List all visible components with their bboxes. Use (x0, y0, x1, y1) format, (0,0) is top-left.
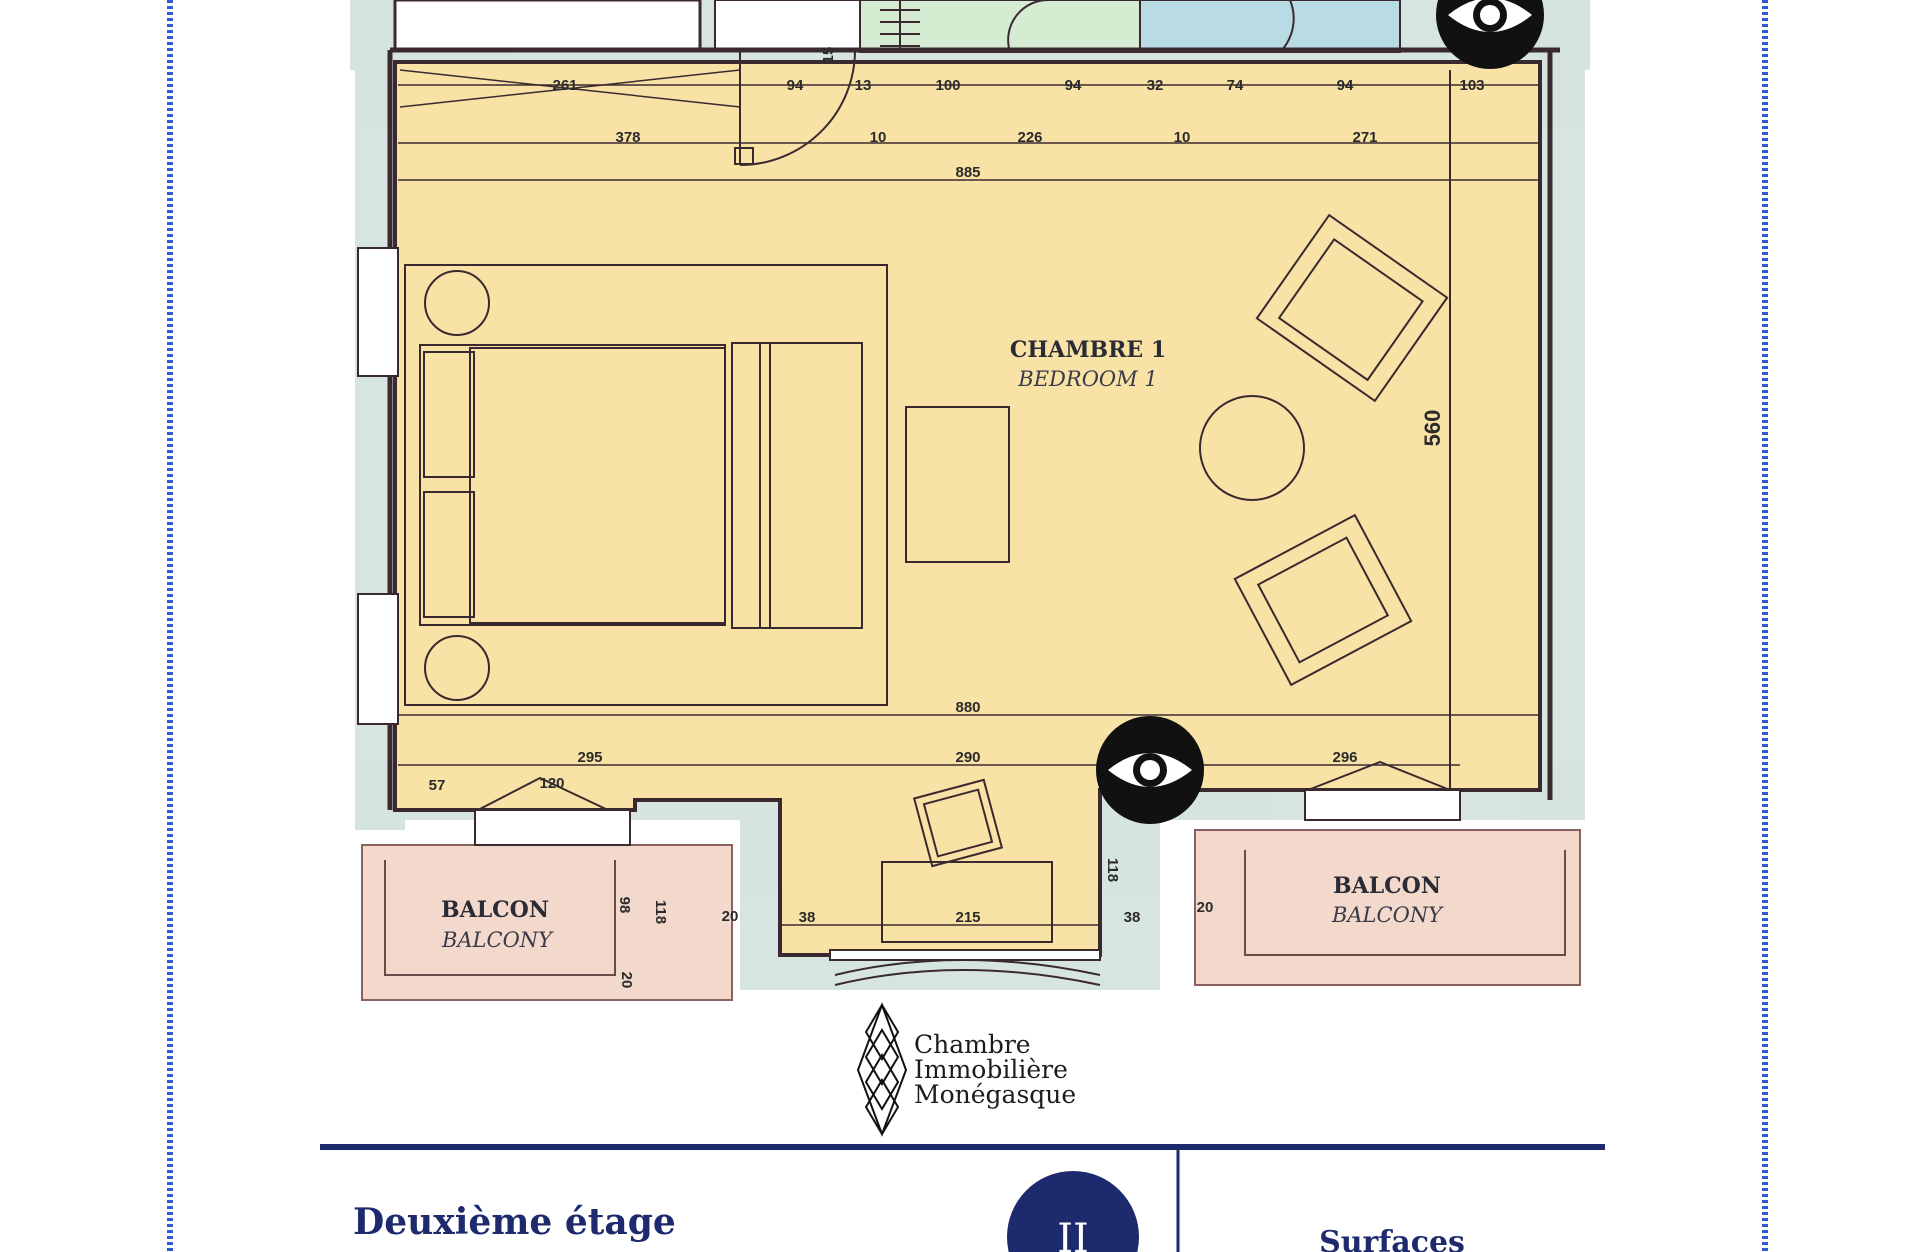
dim-balcony-left-2: 118 (652, 900, 669, 924)
logo-line-1: Chambre (914, 1030, 1031, 1059)
balcony-right-name-fr: BALCON (1333, 873, 1441, 899)
dim-bottom-1: 295 (577, 749, 602, 766)
dim-bay-2: 215 (955, 909, 980, 926)
floor-title: Deuxième étage (353, 1201, 676, 1243)
top-door (734, 49, 856, 166)
logo-line-2: Immobilière (914, 1055, 1068, 1084)
dim-window-2: 120 (539, 775, 564, 792)
dim-balcony-left-4: 20 (618, 972, 635, 989)
bench (731, 342, 863, 629)
balcony-right-floor (1194, 829, 1581, 986)
nightstand-top (424, 270, 490, 336)
dim-total-top: 885 (955, 164, 980, 181)
dim-bay-3: 38 (1124, 909, 1141, 926)
round-table (1199, 395, 1305, 501)
bottom-windows (474, 789, 1461, 961)
dim-top-9: 103 (1459, 77, 1484, 94)
dimension-lines (398, 69, 1540, 926)
dim-top-1: 261 (552, 77, 577, 94)
dim-balcony-left-1: 98 (616, 897, 633, 914)
dim-bottom-3: 296 (1332, 749, 1357, 766)
left-windows (357, 247, 399, 725)
dim-small-top: 15 (820, 47, 837, 64)
eye-icon[interactable] (1096, 716, 1204, 824)
dim-top-2: 94 (787, 77, 804, 94)
dim-row2-4: 10 (1174, 129, 1191, 146)
dim-total-bottom: 880 (955, 699, 980, 716)
eye-icon[interactable] (1436, 0, 1544, 69)
desk (881, 861, 1053, 943)
rug (404, 264, 888, 706)
armchair-top (1255, 213, 1449, 403)
dim-row2-3: 226 (1017, 129, 1042, 146)
floor-badge (1007, 1171, 1139, 1252)
balcony-left-name-fr: BALCON (441, 897, 549, 923)
dimension-labels: 261 94 13 100 94 32 74 94 103 15 378 10 … (429, 47, 1485, 989)
ottoman (905, 406, 1010, 563)
dim-top-5: 94 (1065, 77, 1082, 94)
dim-row2-2: 10 (870, 129, 887, 146)
bedroom-furniture (404, 213, 1449, 943)
balcony-left-name-en: BALCONY (441, 928, 554, 952)
dim-top-8: 94 (1337, 77, 1354, 94)
dim-depth: 560 (1420, 410, 1445, 447)
nightstand-bottom (424, 635, 490, 701)
floor-badge-label: II (1057, 1216, 1089, 1252)
dim-alcove: 118 (1104, 858, 1121, 882)
dim-row2-5: 271 (1352, 129, 1377, 146)
dim-bay-1: 38 (799, 909, 816, 926)
armchair-bottom (1233, 513, 1413, 687)
logo-line-3: Monégasque (914, 1080, 1076, 1109)
balcony-right-name-en: BALCONY (1331, 903, 1444, 927)
dim-row2-1: 378 (615, 129, 640, 146)
desk-chair (912, 778, 1004, 868)
dim-top-4: 100 (935, 77, 960, 94)
bedroom-name-fr: CHAMBRE 1 (1010, 337, 1166, 363)
dim-top-3: 13 (855, 77, 872, 94)
top-adjacent-rooms (393, 0, 1401, 53)
dim-balcony-left-3: 20 (722, 908, 739, 925)
surfaces-label: Surfaces (1319, 1225, 1465, 1252)
dim-window-1: 57 (429, 777, 446, 794)
dim-bottom-2: 290 (955, 749, 980, 766)
diamond-logo-icon (856, 1002, 908, 1137)
dim-top-7: 74 (1227, 77, 1244, 94)
dim-top-6: 32 (1147, 77, 1164, 94)
bedroom-name-en: BEDROOM 1 (1017, 367, 1157, 391)
dim-balcony-right: 20 (1197, 899, 1214, 916)
